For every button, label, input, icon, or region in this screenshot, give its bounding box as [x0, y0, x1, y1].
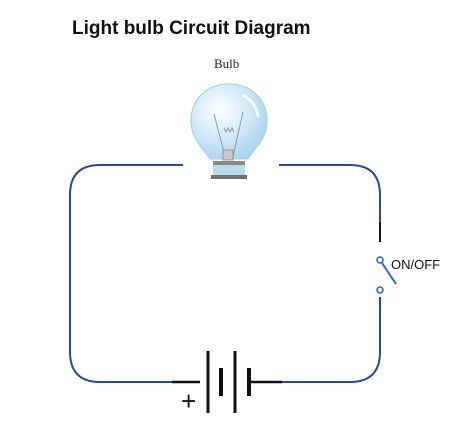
battery-icon — [172, 351, 282, 413]
battery-plus-sign: + — [181, 386, 197, 416]
wire-bottom-right — [282, 297, 381, 383]
wire-top-left — [69, 164, 183, 383]
switch-icon — [376, 222, 397, 294]
light-bulb-icon — [190, 83, 268, 179]
switch-label: ON/OFF — [391, 257, 441, 272]
bulb-label: Bulb — [214, 56, 240, 71]
wire-top-right — [279, 164, 381, 238]
diagram-title: Light bulb Circuit Diagram — [72, 18, 311, 39]
